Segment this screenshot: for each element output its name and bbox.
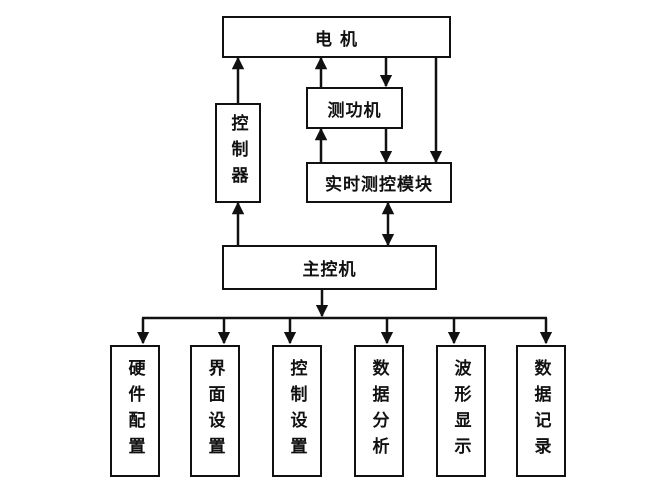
- module-label: 波形显示: [450, 359, 471, 463]
- module-label: 控制设置: [286, 359, 307, 463]
- motor-box: 电 机: [222, 16, 451, 58]
- module-box-data-logging: 数据记录: [516, 345, 566, 477]
- dynamometer-box: 测功机: [306, 87, 403, 129]
- realtime-module-box: 实时测控模块: [306, 162, 452, 203]
- dynamometer-label: 测功机: [327, 100, 382, 121]
- module-label: 界面设置: [204, 359, 225, 463]
- module-box-hardware-config: 硬件配置: [110, 345, 160, 477]
- controller-label: 控制器: [227, 114, 248, 192]
- module-box-ui-settings: 界面设置: [190, 345, 240, 477]
- host-box: 主控机: [222, 245, 437, 290]
- module-box-data-analysis: 数据分析: [354, 345, 404, 477]
- realtime-module-label: 实时测控模块: [325, 175, 433, 195]
- motor-label: 电 机: [315, 29, 358, 50]
- module-label: 数据记录: [530, 359, 551, 463]
- module-box-control-settings: 控制设置: [272, 345, 322, 477]
- module-box-waveform-display: 波形显示: [436, 345, 486, 477]
- module-label: 数据分析: [368, 359, 389, 463]
- host-label: 主控机: [302, 260, 357, 280]
- controller-box: 控制器: [215, 103, 261, 203]
- module-label: 硬件配置: [124, 359, 145, 463]
